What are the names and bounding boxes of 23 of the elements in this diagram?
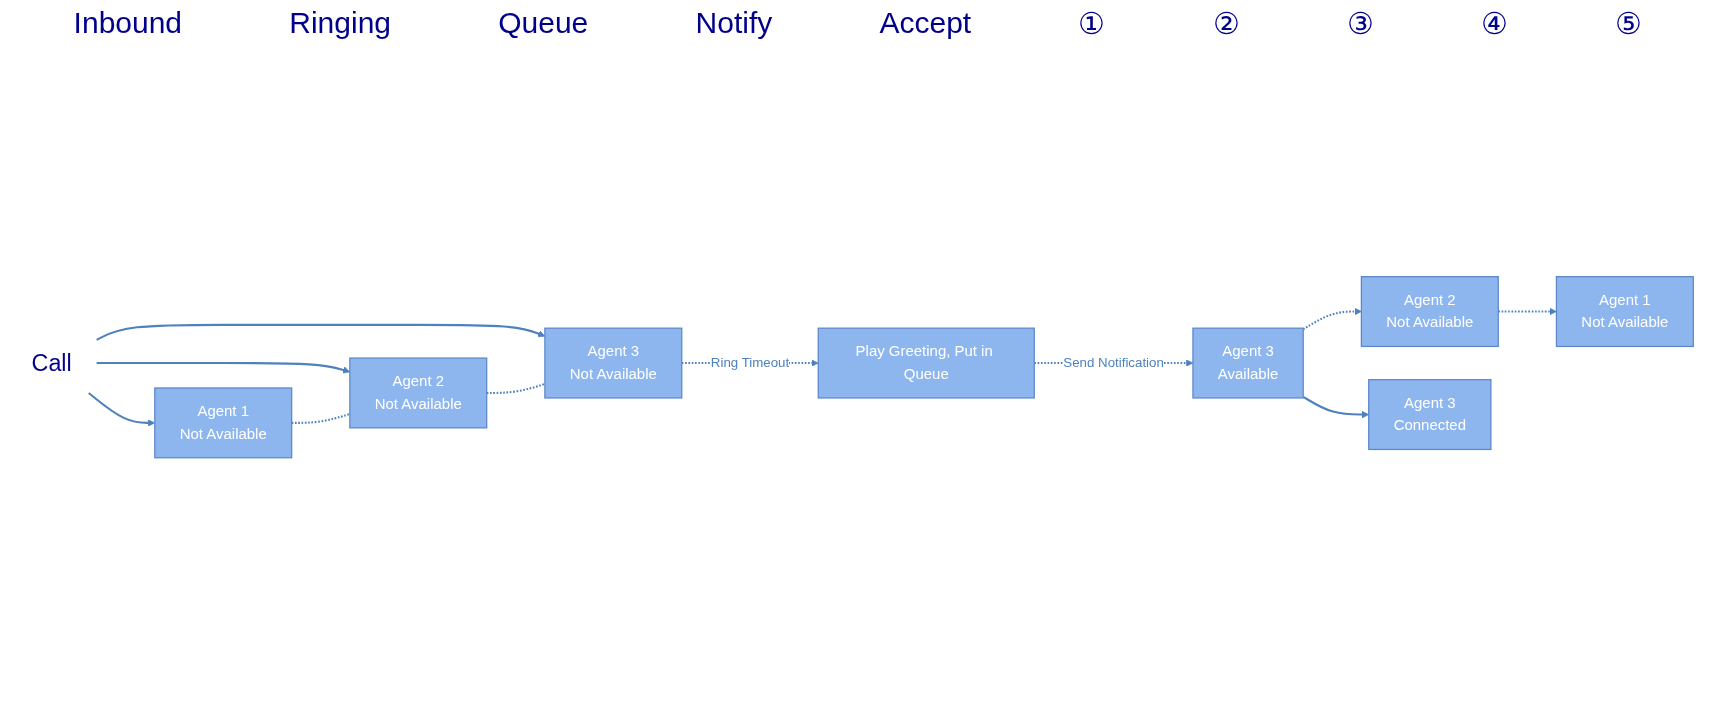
node-text: Call (31, 349, 72, 376)
node-box: Agent 1 Not Available (154, 387, 293, 459)
node-box: Agent 2 Not Available (349, 357, 488, 429)
label-text: ④ (1481, 6, 1509, 41)
edge-label: Ring Timeout (710, 355, 790, 370)
label-text: ③ (1346, 6, 1374, 41)
label-text: ⑤ (1615, 6, 1643, 41)
arrow (1498, 307, 1557, 315)
node-box: Agent 1 Not Available (1555, 275, 1694, 347)
label-text: Queue (498, 6, 589, 41)
label-text: Ringing (289, 6, 391, 41)
node-box: Agent 3 Connected (1368, 378, 1492, 450)
label-text: Accept (879, 6, 972, 41)
node-box: Agent 3 Not Available (544, 327, 683, 399)
label-text: ② (1212, 6, 1240, 41)
node-box: Agent 2 Not Available (1360, 275, 1499, 347)
arrow (1302, 307, 1362, 330)
edge-label: Send Notification (1063, 355, 1164, 370)
label-text: Inbound (73, 6, 183, 41)
label-text: ① (1078, 6, 1106, 41)
node-box: Agent 3 Available (1192, 327, 1304, 399)
label-text: Notify (695, 6, 773, 41)
node-box: Play Greeting, Put in Queue (817, 327, 1035, 399)
